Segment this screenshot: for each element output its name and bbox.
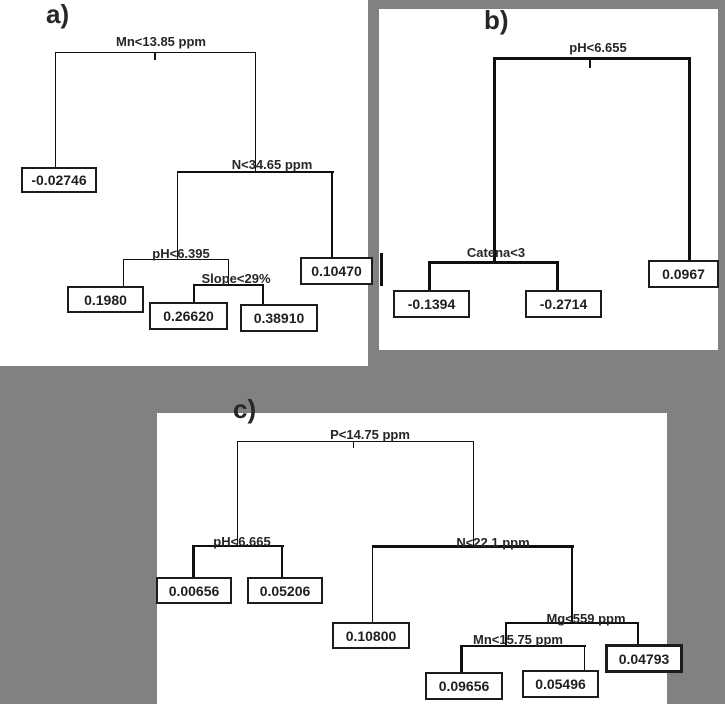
tree-c-branch-left	[237, 441, 238, 546]
tree-a-leaf-box: 0.1980	[67, 286, 144, 313]
tree-a-leaf-shadow-line	[380, 253, 383, 286]
tree-a-leaf-box: -0.02746	[21, 167, 97, 193]
panel-c	[157, 413, 667, 704]
panel-b-label: b)	[484, 5, 509, 35]
tree-c-leaf-box: 0.05206	[247, 577, 323, 604]
tree-a-leaf-box: 0.26620	[149, 302, 228, 330]
tree-c-mn-branch-left	[460, 645, 463, 673]
tree-c-mn-branch-right	[584, 645, 585, 671]
tree-a-ph-split-label: pH<6.395	[152, 246, 210, 261]
tree-c-n-split-label: N<22.1 ppm	[456, 535, 530, 550]
tree-a-n-branch-right	[331, 171, 333, 259]
tree-a-ph-split-line	[123, 259, 229, 260]
tree-c-mg-branch-left	[505, 622, 507, 646]
tree-a-root-tick	[154, 52, 156, 60]
tree-b-catena-branch-left	[428, 261, 431, 291]
tree-a-root-split-label: Mn<13.85 ppm	[116, 34, 206, 49]
tree-a-ph-branch-left	[123, 259, 124, 287]
tree-a-branch-left	[55, 52, 56, 167]
tree-b-root-tick	[589, 57, 591, 68]
tree-c-root-split-label: P<14.75 ppm	[330, 427, 410, 442]
tree-c-leaf-box: 0.04793	[605, 644, 683, 673]
tree-c-mg-split-line	[505, 622, 639, 624]
tree-b-branch-right	[688, 57, 691, 261]
tree-c-leaf-box: 0.00656	[156, 577, 232, 604]
tree-c-ph-branch-left	[192, 545, 195, 578]
tree-a-slope-split-label: Slope<29%	[201, 271, 271, 286]
tree-c-root-tick	[353, 441, 354, 448]
tree-c-leaf-box: 0.10800	[332, 622, 410, 649]
tree-a-n-split-line	[177, 171, 334, 173]
tree-b-leaf-box: -0.2714	[525, 290, 602, 318]
tree-b-root-split-label: pH<6.655	[569, 40, 627, 55]
tree-a-n-branch-left	[177, 171, 178, 260]
tree-c-ph-branch-right	[281, 545, 283, 578]
tree-a-n-split-label: N<34.65 ppm	[231, 157, 313, 172]
tree-c-n-split-line	[372, 545, 574, 548]
tree-c-mg-branch-right	[637, 622, 639, 645]
tree-c-mn-split-label: Mn<15.75 ppm	[473, 632, 563, 647]
tree-a-branch-right	[255, 52, 256, 172]
tree-a-leaf-box: 0.38910	[240, 304, 318, 332]
tree-c-n-branch-right	[571, 545, 573, 624]
tree-b-leaf-box: -0.1394	[393, 290, 470, 318]
tree-b-root-split-line	[493, 57, 691, 60]
tree-c-leaf-box: 0.05496	[522, 670, 599, 698]
tree-a-slope-branch-left	[193, 284, 195, 304]
tree-c-ph-split-label: pH<6.665	[213, 534, 271, 549]
tree-a-ph-branch-right	[228, 259, 229, 285]
panel-a-label: a)	[46, 0, 70, 29]
tree-c-n-branch-left	[372, 545, 373, 623]
tree-b-catena-branch-right	[556, 261, 559, 291]
tree-c-mn-split-line	[460, 645, 586, 647]
tree-a-leaf-box: 0.10470	[300, 257, 373, 285]
tree-c-leaf-box: 0.09656	[425, 672, 503, 700]
tree-b-catena-split-line	[428, 261, 559, 264]
tree-a-slope-split-line	[193, 284, 264, 286]
panel-c-label: c)	[233, 394, 257, 424]
tree-b-catena-split-label: Catena<3	[466, 245, 526, 260]
tree-b-leaf-box: 0.0967	[648, 260, 719, 288]
tree-b-branch-left	[493, 57, 496, 262]
tree-c-mg-split-label: Mg<559 ppm	[546, 611, 626, 626]
tree-c-ph-split-line	[192, 545, 284, 547]
tree-a-slope-branch-right	[262, 284, 264, 306]
tree-c-root-split-line	[237, 441, 474, 442]
tree-c-branch-right	[473, 441, 474, 547]
